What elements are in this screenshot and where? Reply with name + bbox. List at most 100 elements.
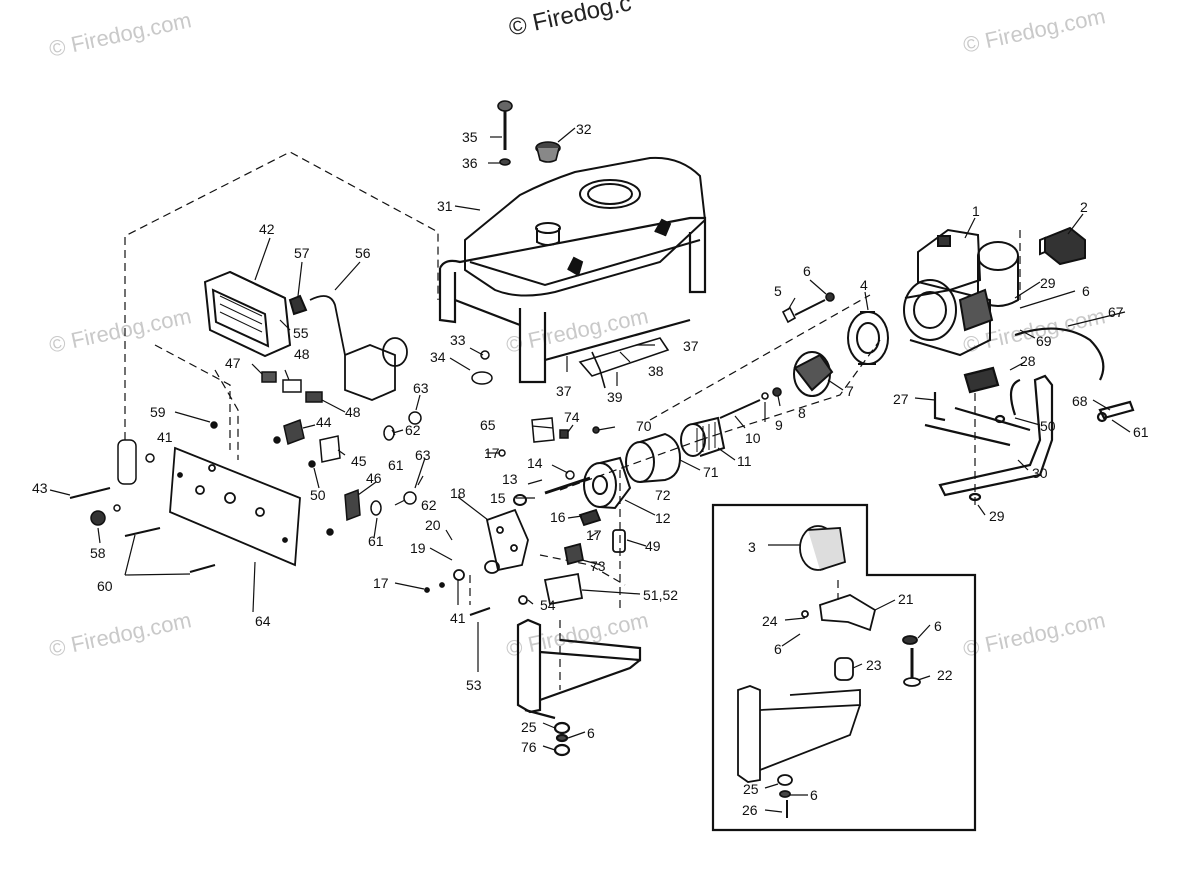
- callout-38: 38: [648, 363, 664, 379]
- callout-6: 6: [803, 263, 811, 279]
- leader-lines: [49, 127, 1131, 813]
- callout-7: 7: [846, 383, 854, 399]
- callout-9: 9: [775, 417, 783, 433]
- callout-28: 28: [1020, 353, 1036, 369]
- callout-61: 61: [388, 457, 404, 473]
- housing: [513, 456, 632, 510]
- callout-15: 15: [490, 490, 506, 506]
- callout-20: 20: [425, 517, 441, 533]
- callout-58: 58: [90, 545, 106, 561]
- callout-45: 45: [351, 453, 367, 469]
- callout-46: 46: [366, 470, 382, 486]
- end-bell: [793, 351, 834, 397]
- inset-box: [711, 503, 977, 832]
- tank-bracket: [578, 337, 670, 389]
- callout-55: 55: [293, 325, 309, 341]
- small-parts: [69, 350, 493, 573]
- callout-6: 6: [587, 725, 595, 741]
- callout-1: 1: [972, 203, 980, 219]
- callout-26: 26: [742, 802, 758, 818]
- tank-frame: [438, 216, 707, 384]
- callout-69: 69: [1036, 333, 1052, 349]
- callout-51-52: 51,52: [643, 587, 678, 603]
- callout-18: 18: [450, 485, 466, 501]
- terminal-board: [498, 417, 600, 480]
- callout-61: 61: [1133, 424, 1149, 440]
- end-plate: [424, 508, 626, 616]
- callout-22: 22: [937, 667, 953, 683]
- callout-16: 16: [550, 509, 566, 525]
- engine: [903, 228, 1019, 357]
- callout-3: 3: [748, 539, 756, 555]
- callout-72: 72: [655, 487, 671, 503]
- callout-23: 23: [866, 657, 882, 673]
- callout-41: 41: [157, 429, 173, 445]
- callout-6: 6: [810, 787, 818, 803]
- callout-6: 6: [774, 641, 782, 657]
- callout-62: 62: [405, 422, 421, 438]
- callout-11: 11: [737, 453, 752, 469]
- callout-13: 13: [502, 471, 518, 487]
- callout-67: 67: [1108, 304, 1124, 320]
- callout-44: 44: [316, 414, 332, 430]
- callout-65: 65: [480, 417, 496, 433]
- callout-48: 48: [345, 404, 361, 420]
- callout-25: 25: [521, 719, 537, 735]
- callout-39: 39: [607, 389, 623, 405]
- callout-63: 63: [413, 380, 429, 396]
- callout-61: 61: [368, 533, 384, 549]
- callout-49: 49: [645, 538, 661, 554]
- callout-2: 2: [1080, 199, 1088, 215]
- callout-6: 6: [934, 618, 942, 634]
- callout-74: 74: [564, 409, 580, 425]
- control-panel: [169, 446, 301, 567]
- relay: [309, 295, 408, 401]
- callout-6: 6: [1082, 283, 1090, 299]
- callout-73: 73: [590, 558, 606, 574]
- callout-31: 31: [437, 198, 453, 214]
- callout-53: 53: [466, 677, 482, 693]
- callout-50: 50: [310, 487, 326, 503]
- callout-17: 17: [484, 445, 500, 461]
- callout-12: 12: [655, 510, 671, 526]
- through-bolt: [719, 387, 782, 419]
- callout-4: 4: [860, 277, 868, 293]
- fuel-tank: [464, 156, 707, 297]
- callout-43: 43: [32, 480, 48, 496]
- callout-5: 5: [774, 283, 782, 299]
- callout-63: 63: [415, 447, 431, 463]
- rotor: [680, 416, 726, 457]
- callout-47: 47: [225, 355, 241, 371]
- base-frame: [516, 618, 642, 757]
- callout-labels: 1 2 3 4 5 6 6 6 6 6 6 7 8 9 10 11 12 13 …: [32, 121, 1149, 818]
- callout-57: 57: [294, 245, 310, 261]
- receptacle-box: [203, 270, 308, 358]
- callout-50: 50: [1040, 418, 1056, 434]
- callout-37: 37: [556, 383, 572, 399]
- callout-27: 27: [893, 391, 909, 407]
- callout-19: 19: [410, 540, 426, 556]
- air-cleaner: [1039, 226, 1086, 266]
- callout-36: 36: [462, 155, 478, 171]
- callout-35: 35: [462, 129, 478, 145]
- callout-37: 37: [683, 338, 699, 354]
- callout-10: 10: [745, 430, 761, 446]
- callout-29: 29: [989, 508, 1005, 524]
- callout-71: 71: [703, 464, 719, 480]
- callout-21: 21: [898, 591, 914, 607]
- right-base: [924, 327, 1135, 502]
- callout-34: 34: [430, 349, 446, 365]
- callout-68: 68: [1072, 393, 1088, 409]
- callout-25: 25: [743, 781, 759, 797]
- callout-54: 54: [540, 597, 556, 613]
- callout-64: 64: [255, 613, 271, 629]
- callout-76: 76: [521, 739, 537, 755]
- callout-56: 56: [355, 245, 371, 261]
- callout-8: 8: [798, 405, 806, 421]
- dashed-guides: [124, 151, 1021, 690]
- callout-33: 33: [450, 332, 466, 348]
- callout-24: 24: [762, 613, 778, 629]
- bolt-5: [781, 292, 835, 324]
